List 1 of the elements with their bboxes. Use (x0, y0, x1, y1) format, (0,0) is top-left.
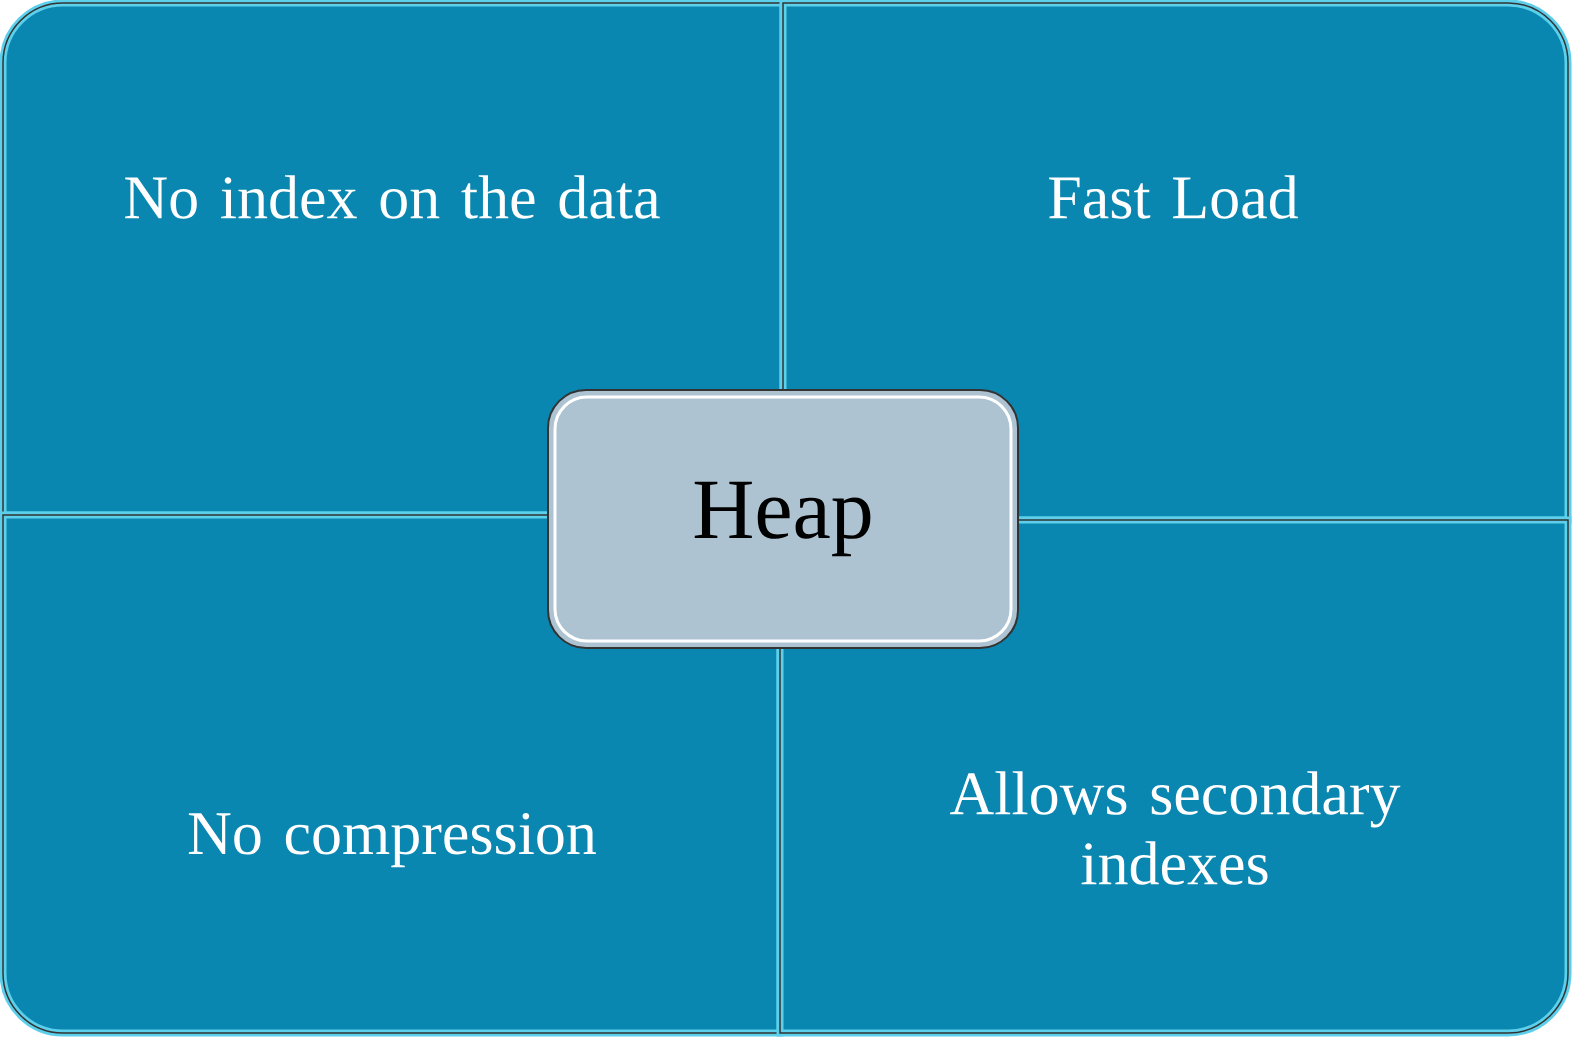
center-box: Heap (547, 389, 1019, 649)
